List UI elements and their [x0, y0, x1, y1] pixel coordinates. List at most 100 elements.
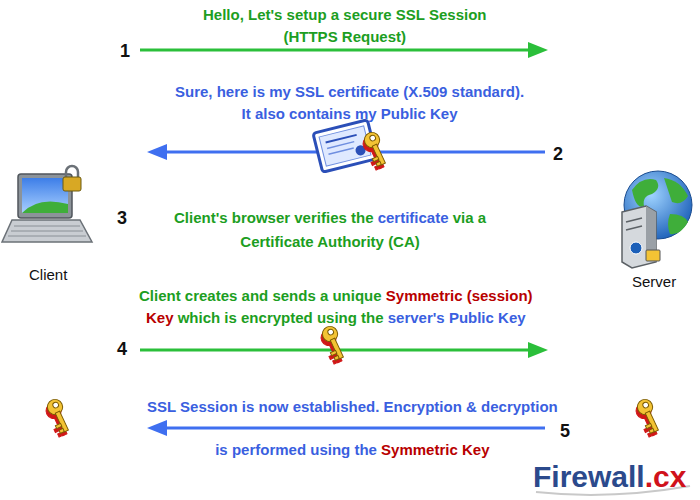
word: Key — [430, 105, 458, 122]
icon-part — [2, 220, 92, 242]
word: Client — [139, 287, 181, 304]
word: It — [242, 105, 251, 122]
public-key-icon — [359, 130, 391, 171]
logo-part: .cx — [645, 460, 687, 493]
word: creates — [185, 287, 238, 304]
word: server's — [388, 309, 445, 326]
word: contains — [289, 105, 351, 122]
word: also — [255, 105, 285, 122]
word: Session — [180, 398, 238, 415]
word: here — [217, 83, 249, 100]
word: a — [320, 287, 328, 304]
word: established. — [293, 398, 380, 415]
icon-part — [22, 178, 68, 213]
icon-part — [528, 42, 548, 58]
word: 5 — [560, 421, 570, 441]
word: setup — [287, 6, 327, 23]
word: unique — [332, 287, 381, 304]
server-key-icon — [632, 397, 664, 438]
client-label: Client — [29, 265, 67, 285]
server-label: Server — [632, 272, 676, 292]
word: secure — [343, 6, 391, 23]
session-key-arrow — [140, 342, 548, 358]
word: Symmetric — [386, 287, 463, 304]
watermark: Firewall.cx — [533, 460, 686, 494]
word: encrypted — [241, 309, 313, 326]
session-established-arrow — [147, 420, 545, 436]
word: Client — [29, 266, 67, 283]
word: my — [355, 105, 377, 122]
icon-part — [626, 226, 642, 230]
word: Request) — [342, 28, 406, 45]
word: standard). — [452, 83, 525, 100]
icon-part — [11, 231, 83, 232]
word: the — [351, 209, 374, 226]
word: & — [466, 398, 477, 415]
word: Hello, — [203, 6, 244, 23]
logo-part: Firewall — [533, 460, 645, 493]
icon-part — [66, 166, 78, 178]
word: Key — [462, 441, 490, 458]
message-text: Client creates and sends a unique Symmet… — [139, 285, 533, 329]
message-text: Hello, Let's setup a secure SSL Session … — [203, 4, 486, 48]
icon-part — [630, 242, 642, 254]
word: decryption — [481, 398, 558, 415]
word: Authority — [317, 233, 384, 250]
word: Let's — [248, 6, 282, 23]
word: is — [242, 398, 255, 415]
icon-part — [147, 144, 167, 160]
word: is — [253, 83, 266, 100]
callout-number: 4 — [117, 338, 127, 360]
word: Encryption — [384, 398, 462, 415]
word: Key — [146, 309, 174, 326]
laptop-icon — [2, 166, 92, 242]
word: which — [178, 309, 221, 326]
word: the — [354, 441, 377, 458]
word: via — [453, 209, 474, 226]
word: performed — [232, 441, 306, 458]
icon-part — [668, 214, 688, 234]
word: the — [361, 309, 384, 326]
message-text: SSL Session is now established. Encrypti… — [147, 385, 558, 471]
word: a — [478, 209, 486, 226]
word: (CA) — [388, 233, 420, 250]
icon-part — [327, 142, 354, 149]
word: verifies — [294, 209, 347, 226]
icon-part — [63, 177, 81, 191]
icon-part — [14, 226, 80, 227]
icon-part — [140, 49, 530, 52]
word: SSL — [295, 83, 324, 100]
icon-part — [329, 148, 354, 154]
word: Session — [429, 6, 487, 23]
word: Sure, — [175, 83, 213, 100]
word: (HTTPS — [283, 28, 337, 45]
server-icon — [622, 171, 692, 268]
callout-number: 5 — [560, 420, 570, 442]
word: (X.509 — [403, 83, 447, 100]
session-key-icon — [317, 324, 349, 365]
word: 4 — [117, 339, 127, 359]
word: certificate — [328, 83, 399, 100]
message-text: Client's browser verifies the certificat… — [174, 206, 486, 254]
icon-part — [8, 236, 86, 237]
word: Symmetric — [381, 441, 458, 458]
word: Server — [632, 273, 676, 290]
callout-number: 1 — [120, 40, 130, 62]
word: is — [224, 309, 237, 326]
word: Public — [381, 105, 426, 122]
word: (session) — [467, 287, 533, 304]
word: SSL — [147, 398, 176, 415]
icon-part — [626, 218, 642, 222]
icon-part — [147, 420, 167, 436]
word: using — [317, 309, 357, 326]
client-key-icon — [42, 397, 74, 438]
word: certificate — [378, 209, 449, 226]
message-text: Sure, here is my SSL certificate (X.509 … — [175, 81, 524, 125]
word: a — [331, 6, 339, 23]
word: sends — [272, 287, 315, 304]
word: Client's — [174, 209, 228, 226]
icon-part — [646, 250, 660, 261]
word: 2 — [553, 144, 563, 164]
